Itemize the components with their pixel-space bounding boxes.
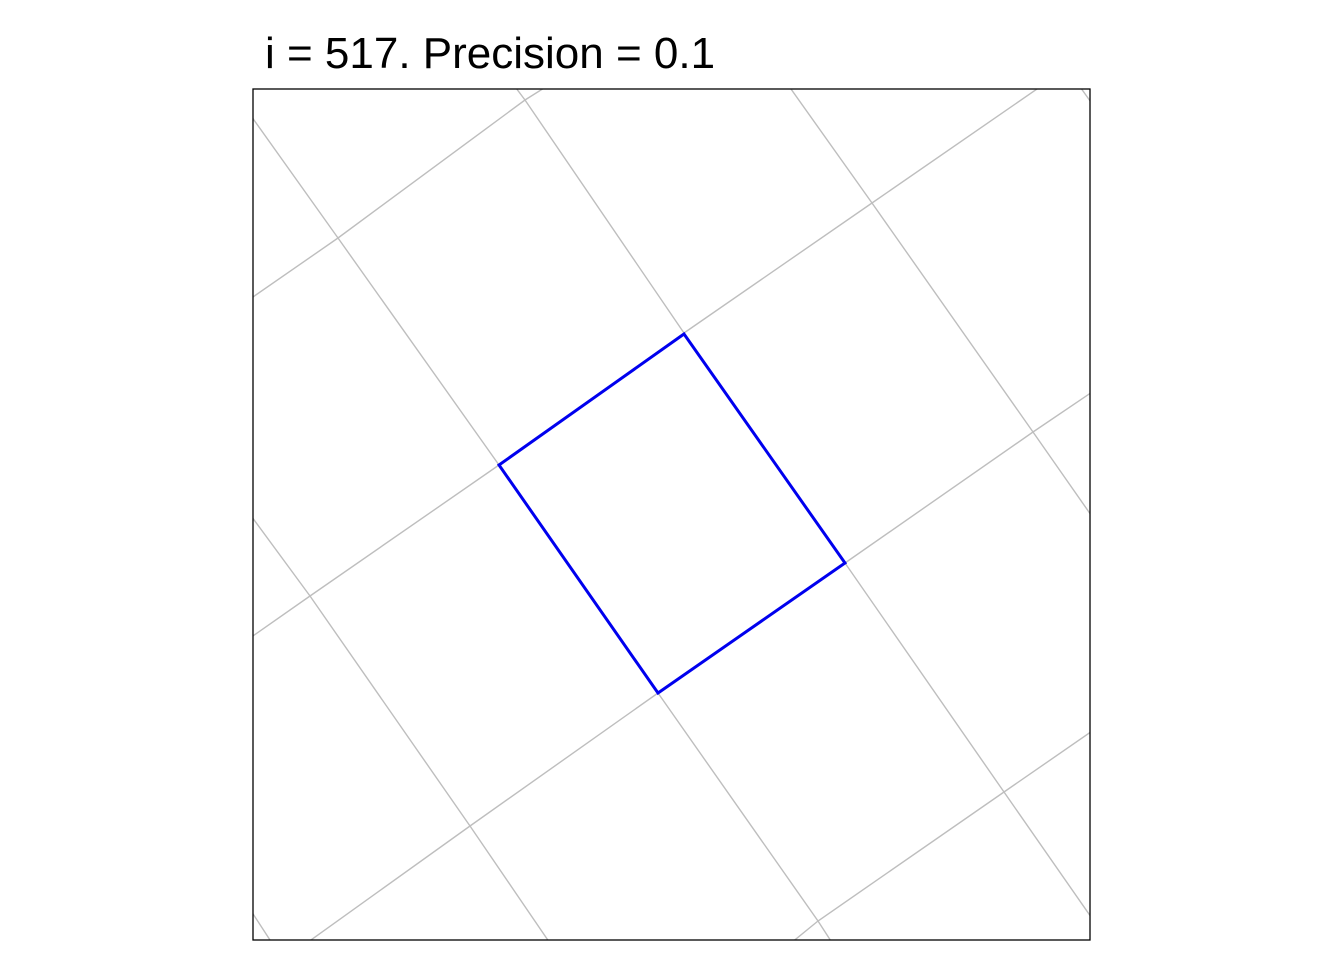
grid-line-b1 (253, 89, 544, 298)
grid-line-a5 (253, 517, 549, 940)
grid-line-a6 (253, 912, 271, 940)
grid-line-b3 (309, 392, 1090, 940)
grid-line-a1 (253, 117, 832, 940)
plot-title: i = 517. Precision = 0.1 (265, 29, 716, 78)
plot-panel-border (252, 88, 1091, 941)
grid-line-b4 (793, 731, 1090, 940)
grid-line-a3 (790, 89, 1090, 515)
highlighted-cell (496, 331, 848, 696)
grid-line-a4 (1080, 89, 1090, 103)
curved-grid (253, 89, 1090, 940)
